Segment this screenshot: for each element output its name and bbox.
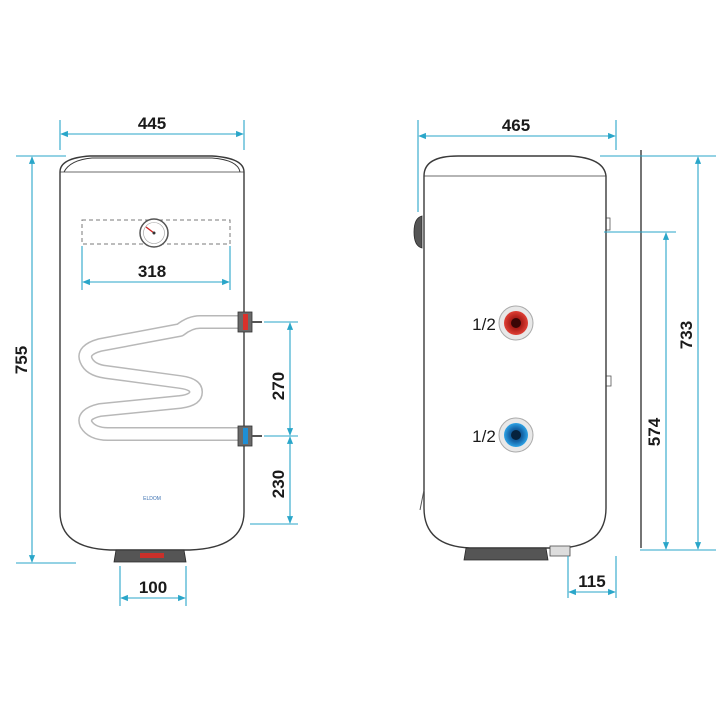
thermometer-icon [139,218,169,248]
front-hot-fitting [237,311,262,333]
hot-port-size: 1/2 [472,315,496,334]
side-dimensions: 465 733 574 115 [417,116,716,598]
side-view: 1/2 1/2 [413,150,642,561]
side-thermometer-knob [413,215,423,249]
side-tank-body [423,155,607,549]
front-tank-body [59,155,245,551]
cold-port-size: 1/2 [472,427,496,446]
dim-front-width: 445 [138,114,166,133]
side-hot-port [498,305,534,341]
heat-exchanger-coil [78,315,251,441]
front-dimensions: 445 318 755 270 230 100 [12,114,298,606]
dim-side-depth: 465 [502,116,530,135]
dim-front-height: 755 [12,346,31,374]
dim-flange-width: 100 [139,578,167,597]
front-cold-fitting [237,425,262,447]
dim-pipe-bottom: 230 [269,470,288,498]
side-edge-mark [419,489,425,511]
front-view: ELDOM [59,155,262,563]
dim-inner-width: 318 [138,262,166,281]
dim-side-lower: 574 [645,417,664,446]
dim-pipe-spacing: 270 [269,372,288,400]
side-drain-valve [549,545,571,557]
dim-side-height: 733 [677,321,696,349]
brand-logo: ELDOM [143,496,161,502]
front-top-cap [63,157,241,173]
dim-side-offset: 115 [578,572,605,591]
side-cold-port [498,417,534,453]
side-bottom-flange [463,547,549,561]
mount-bracket-bottom [605,375,612,387]
bottom-flange [113,549,187,563]
